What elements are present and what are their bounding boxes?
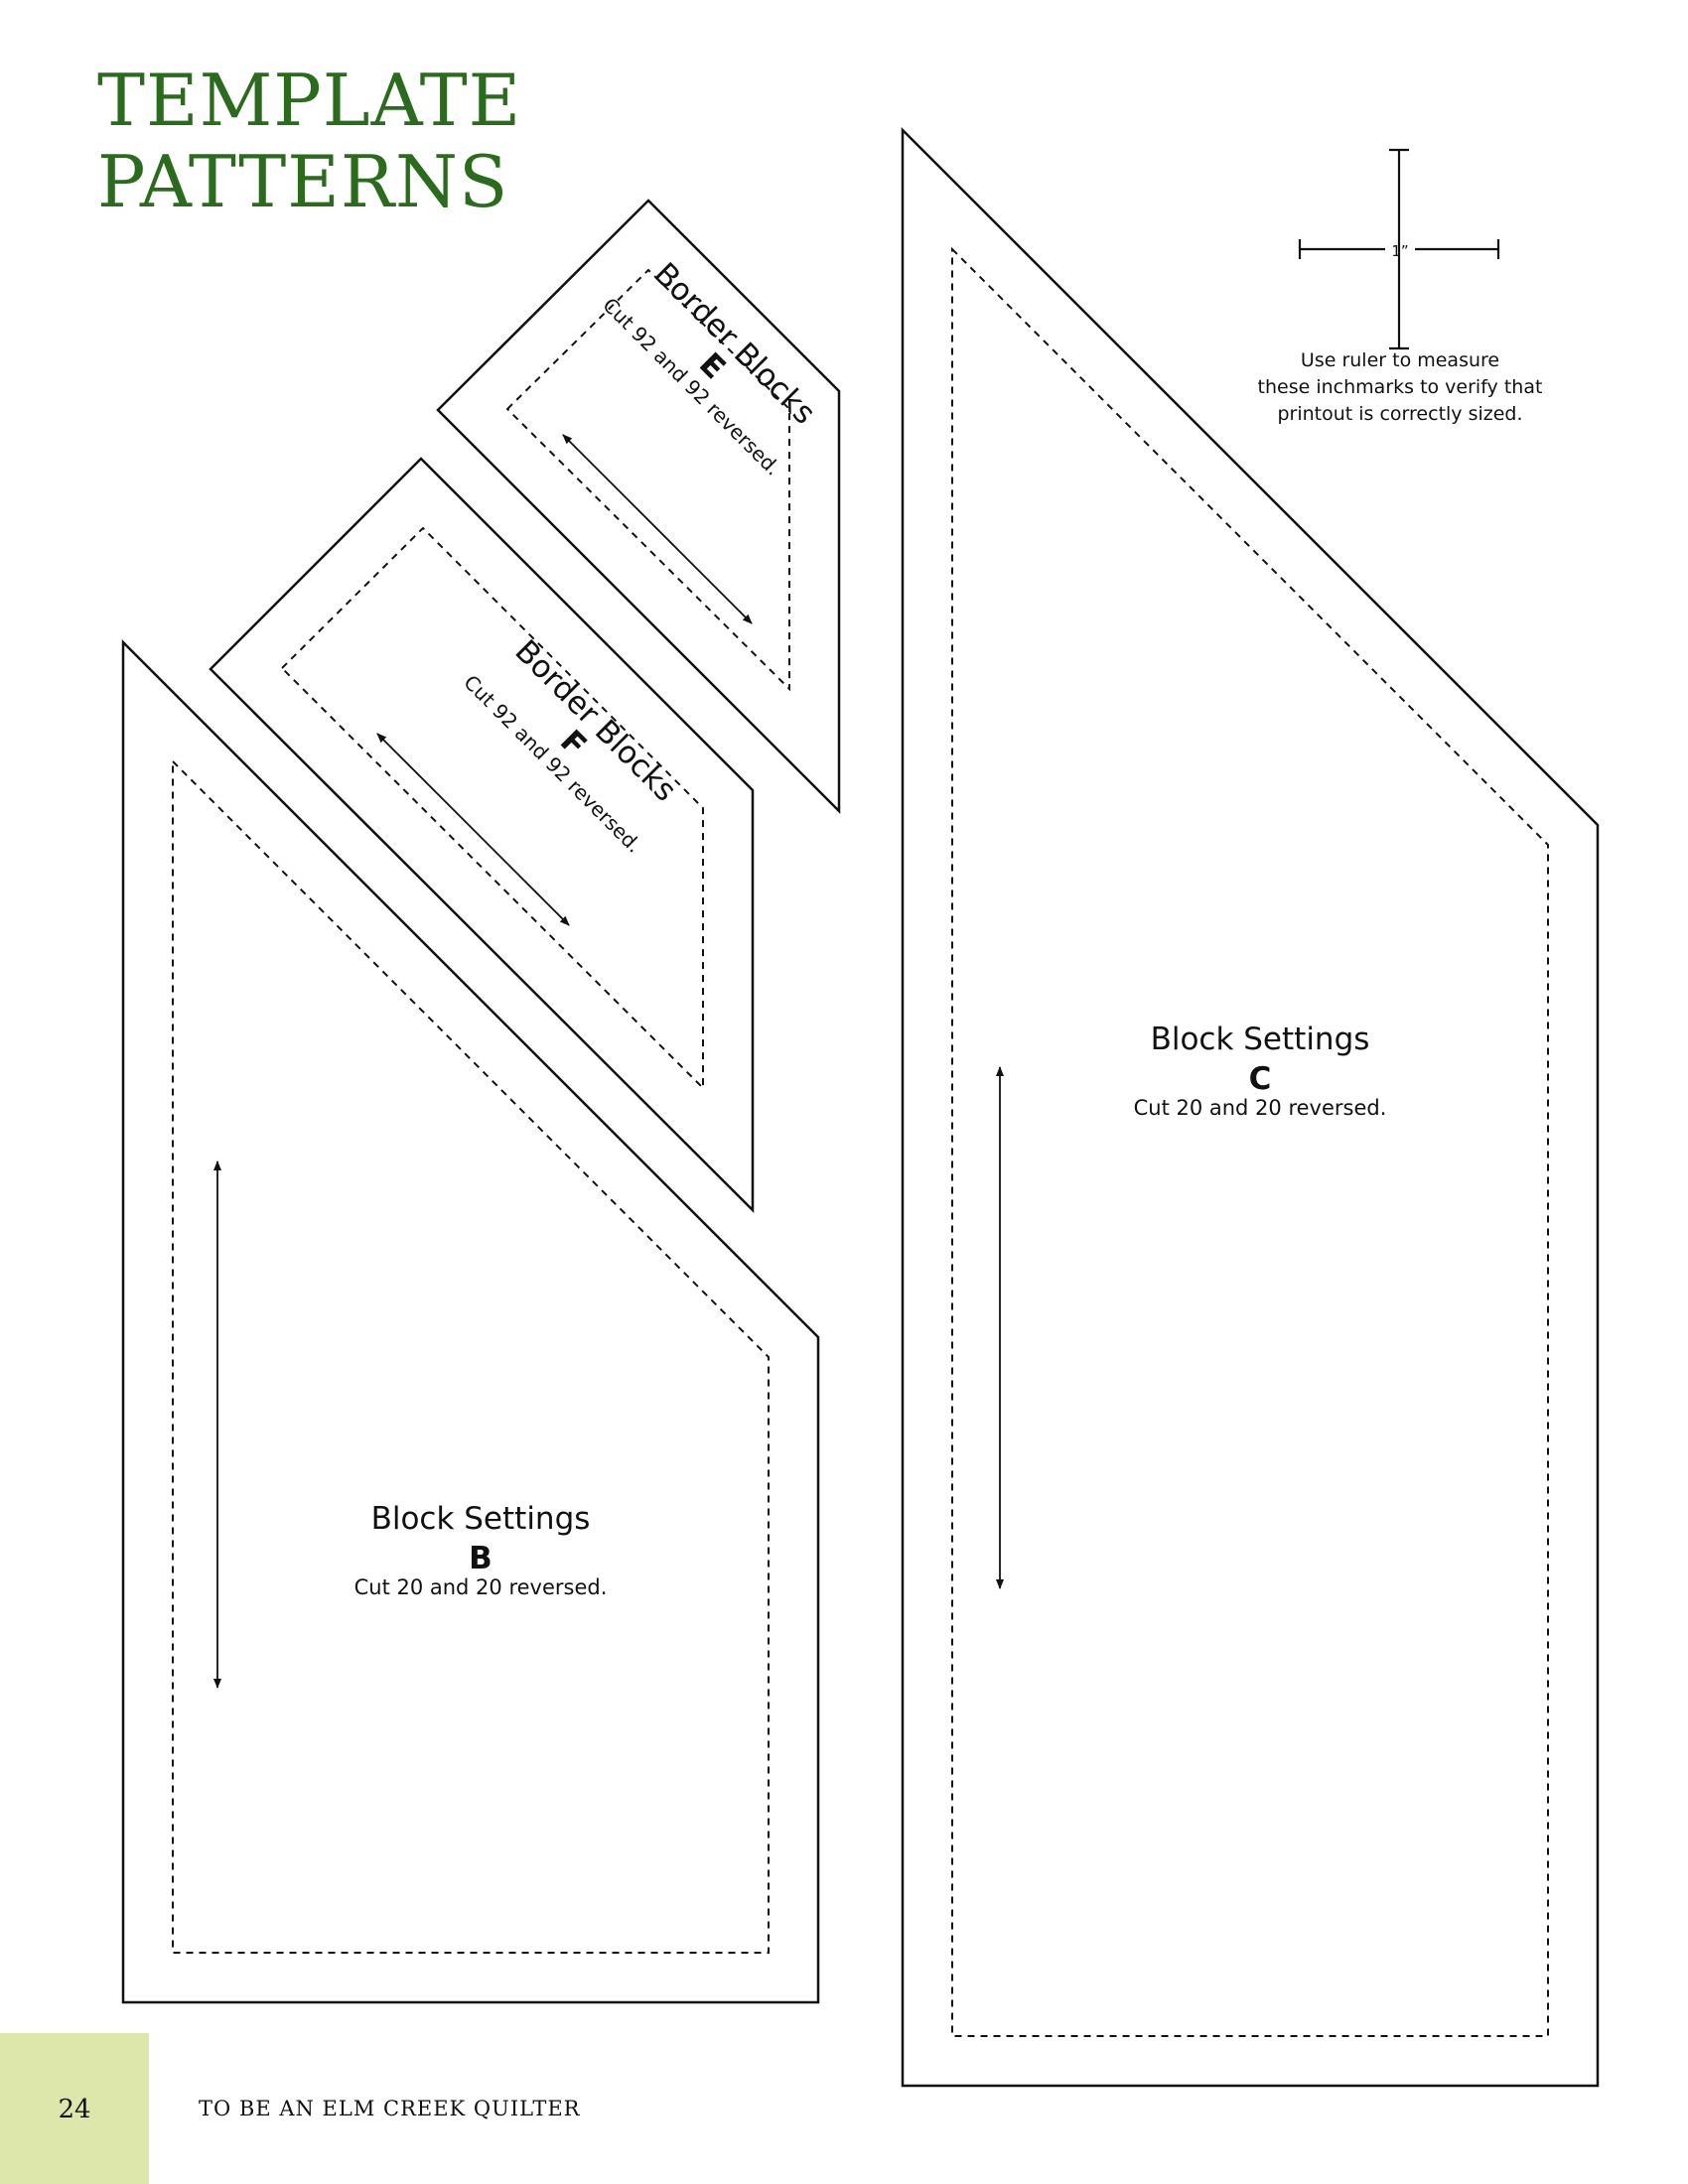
template-f-grainline-arrow <box>376 733 570 926</box>
page-title-line-2: PATTERNS <box>97 140 509 223</box>
template-b-cut-line <box>121 638 820 2004</box>
template-c-letter: C <box>1249 1061 1272 1097</box>
ruler-instructions: Use ruler to measure these inchmarks to … <box>1231 347 1569 428</box>
template-e <box>436 199 841 815</box>
running-title: TO BE AN ELM CREEK QUILTER <box>199 2097 581 2120</box>
template-b-letter: B <box>469 1541 492 1576</box>
page-number: 24 <box>58 2095 91 2124</box>
template-c-title: Block Settings <box>1151 1022 1370 1057</box>
page-title-line-1: TEMPLATE <box>97 59 522 142</box>
template-b <box>121 638 820 2004</box>
template-f-cut-line <box>209 457 755 1214</box>
ruler-instructions-line-3: printout is correctly sized. <box>1277 403 1523 425</box>
template-b-cut-instructions: Cut 20 and 20 reversed. <box>354 1575 608 1599</box>
template-e-title: Border Blocks <box>646 256 822 432</box>
ruler-instructions-line-1: Use ruler to measure <box>1300 349 1500 371</box>
template-b-title: Block Settings <box>371 1501 591 1537</box>
template-c <box>901 126 1600 2088</box>
template-e-cut-line <box>436 199 841 815</box>
template-f-seam-line <box>280 526 704 1091</box>
inch-ruler <box>1298 148 1500 350</box>
template-e-seam-line <box>505 268 790 692</box>
template-c-cut-instructions: Cut 20 and 20 reversed. <box>1134 1096 1387 1120</box>
template-f <box>209 457 755 1214</box>
ruler-inch-label: 1” <box>1391 242 1408 260</box>
template-e-grainline-arrow <box>562 434 753 624</box>
page-title: TEMPLATE PATTERNS <box>97 60 521 222</box>
footer-page-number-block <box>0 2033 149 2184</box>
template-c-cut-line <box>901 126 1600 2088</box>
ruler-instructions-line-2: these inchmarks to verify that <box>1257 376 1543 398</box>
template-c-seam-line <box>951 246 1549 2037</box>
template-f-title: Border Blocks <box>507 633 683 809</box>
template-b-seam-line <box>172 758 770 1954</box>
